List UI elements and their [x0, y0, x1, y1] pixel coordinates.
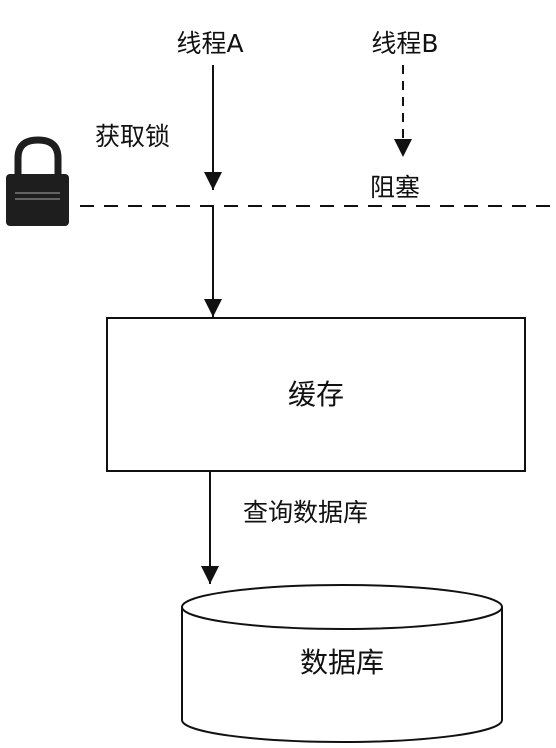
- thread-a-label: 线程A: [176, 29, 243, 58]
- thread-b-label: 线程B: [371, 29, 438, 58]
- lock-icon: [6, 136, 69, 226]
- query-db-label: 查询数据库: [243, 498, 368, 527]
- blocked-label: 阻塞: [370, 173, 420, 202]
- cache-box: [106, 317, 526, 472]
- database-label: 数据库: [300, 646, 384, 679]
- cache-label: 缓存: [288, 378, 344, 411]
- database-cylinder: [181, 584, 503, 743]
- acquire-lock-label: 获取锁: [95, 122, 170, 151]
